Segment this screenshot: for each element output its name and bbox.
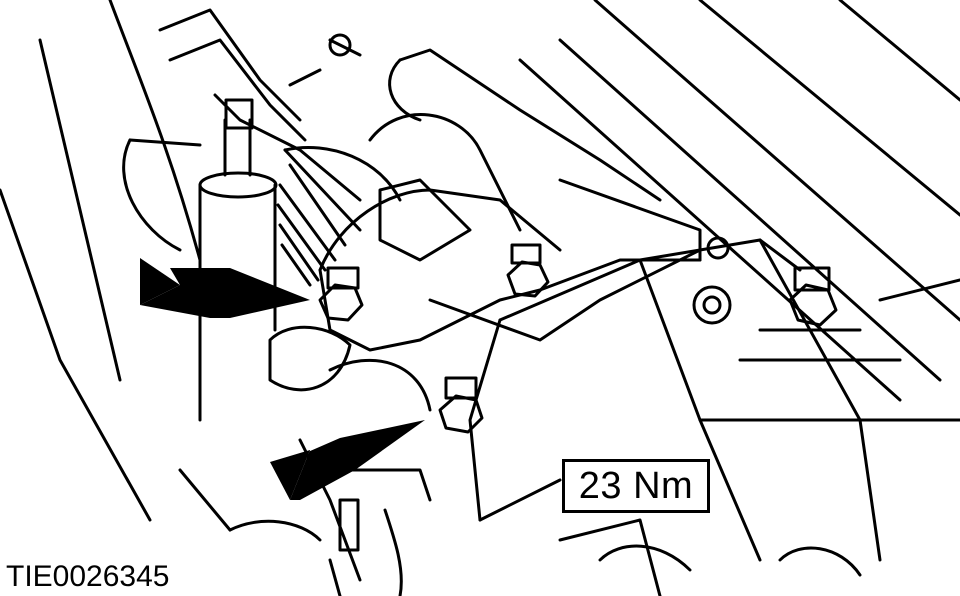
torque-spec-box: 23 Nm [562, 459, 710, 513]
figure-id-label: TIE0026345 [6, 560, 170, 593]
bolt-center [506, 243, 550, 298]
rubber-bellows [276, 145, 402, 287]
bolt-right [788, 266, 838, 327]
torque-spec-label: 23 Nm [578, 465, 694, 507]
arrow-icon [270, 420, 425, 500]
bolt-lower [438, 376, 484, 434]
bolts [318, 236, 838, 434]
upper-link-rod [158, 8, 362, 202]
bolt-upper-left [318, 266, 364, 322]
lower-components [178, 325, 862, 596]
chassis-lines [0, 0, 960, 522]
arrow-icon [140, 258, 310, 318]
bracket-plate [468, 238, 902, 562]
bolt-small [692, 236, 732, 325]
